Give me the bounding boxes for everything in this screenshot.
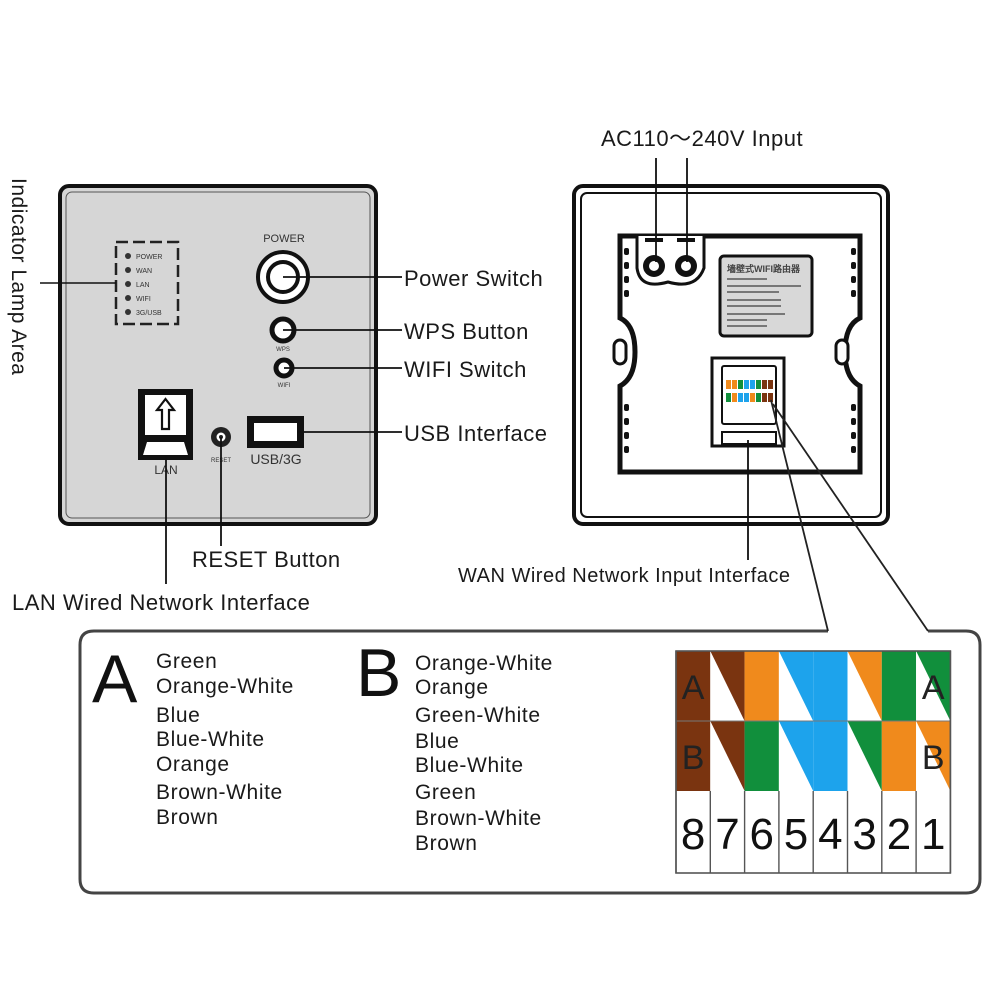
row-a-label-right: A (922, 669, 945, 707)
pin-number: 5 (784, 810, 808, 859)
wire-stripe (916, 721, 951, 791)
wire-color-item: Orange-White (415, 652, 553, 675)
wiring-callout-box (78, 399, 982, 895)
wps-button-callout: WPS Button (404, 319, 529, 344)
indicator-lamps: POWER WAN LAN WIFI 3G/USB (125, 253, 162, 317)
ac-input-callout: AC110～240V Input (601, 126, 803, 151)
grid-border (675, 650, 952, 874)
wire-stripe (778, 721, 814, 791)
row-a-label-left: A (682, 669, 705, 707)
indicator-led-icon (125, 309, 131, 315)
pin-number-cell (847, 791, 882, 873)
wire-cell-solid (881, 721, 917, 791)
mount-slot-icon (834, 338, 850, 366)
wifi-switch-label: WIFI (278, 383, 291, 389)
nameplate: 墙壁式WIFI路由器 (718, 254, 814, 338)
wire-color-item: Blue (415, 730, 459, 753)
ac-terminal-icon (635, 236, 706, 286)
wire-color-item: Brown (156, 806, 219, 829)
pin-number: 1 (921, 810, 945, 859)
wire-color-item: Blue-White (156, 728, 265, 751)
indicator-led-icon (125, 281, 131, 287)
pin-number-cell (778, 791, 814, 873)
wire-cell-solid (744, 651, 779, 721)
usb-interface-callout: USB Interface (404, 421, 547, 446)
reset-button-callout: RESET Button (192, 547, 341, 572)
wan-port-icon[interactable] (710, 356, 786, 448)
wire-color-item: Brown-White (156, 781, 283, 804)
pin-number: 7 (715, 810, 739, 859)
pin-number: 4 (818, 810, 842, 859)
indicator-led-icon (125, 253, 131, 259)
row-b-label-left: B (682, 739, 705, 777)
usb-port-icon[interactable] (247, 416, 304, 448)
standard-b-letter: B (356, 635, 401, 711)
wire-color-item: Brown-White (415, 807, 542, 830)
wire-color-item: Orange-White (156, 675, 294, 698)
standard-a-list: Green Orange-White Blue Blue-White Orang… (156, 650, 294, 829)
usb-port-label: USB/3G (250, 451, 301, 467)
pin-number-cell (916, 791, 951, 873)
wire-cell-solid (744, 721, 779, 791)
wire-cell-solid (676, 651, 711, 721)
indicator-label: WAN (136, 268, 152, 275)
power-button-label: POWER (263, 233, 305, 245)
wire-color-item: Blue (156, 704, 200, 727)
wps-button-label: WPS (276, 347, 290, 353)
wire-stripe (847, 721, 882, 791)
wire-color-item: Orange (415, 676, 489, 699)
nameplate-title: 墙壁式WIFI路由器 (727, 263, 801, 274)
indicator-label: LAN (136, 282, 150, 289)
front-panel: POWER WAN LAN WIFI 3G/USB POWER WPS WIFI (40, 184, 378, 526)
wire-cell-solid (881, 651, 917, 721)
pin-number-cell (710, 791, 745, 873)
wire-color-item: Blue-White (415, 754, 524, 777)
pin-number-cell (676, 791, 711, 873)
wire-cell-solid (813, 721, 848, 791)
pin-number-cell (744, 791, 779, 873)
lan-port-icon[interactable] (138, 389, 193, 460)
pin-number-cell (813, 791, 848, 873)
wire-color-item: Orange (156, 753, 230, 776)
pin-number: 6 (750, 810, 774, 859)
standard-b-list: Orange-White Orange Green-White Blue Blu… (415, 652, 553, 855)
wifi-switch-callout: WIFI Switch (404, 357, 527, 382)
wire-stripe (916, 651, 951, 721)
wire-stripe (710, 651, 745, 721)
mount-slot-icon (612, 338, 628, 366)
standard-a-letter: A (92, 641, 138, 717)
pin-number: 3 (852, 810, 876, 859)
indicator-label: POWER (136, 254, 162, 261)
pin-number-cell (881, 791, 917, 873)
wire-color-item: Green (156, 650, 217, 673)
pin-number: 8 (681, 810, 705, 859)
wire-color-item: Green-White (415, 704, 541, 727)
power-switch-callout: Power Switch (404, 266, 543, 291)
indicator-lamp-area-label: Indicator Lamp Area (7, 178, 30, 375)
pin-number: 2 (887, 810, 911, 859)
wire-color-item: Brown (415, 832, 478, 855)
lan-interface-callout: LAN Wired Network Interface (12, 590, 310, 615)
row-b-label-right: B (922, 739, 945, 777)
wire-color-item: Green (415, 781, 476, 804)
wan-interface-callout: WAN Wired Network Input Interface (458, 565, 791, 587)
wire-cell-solid (813, 651, 848, 721)
wire-stripe (710, 721, 745, 791)
wire-stripe (847, 651, 882, 721)
wire-cell-solid (676, 721, 711, 791)
indicator-led-icon (125, 295, 131, 301)
wire-stripe (778, 651, 814, 721)
indicator-label: WIFI (136, 296, 151, 303)
indicator-label: 3G/USB (136, 310, 162, 317)
back-panel: 墙壁式WIFI路由器 (572, 184, 890, 526)
indicator-led-icon (125, 267, 131, 273)
